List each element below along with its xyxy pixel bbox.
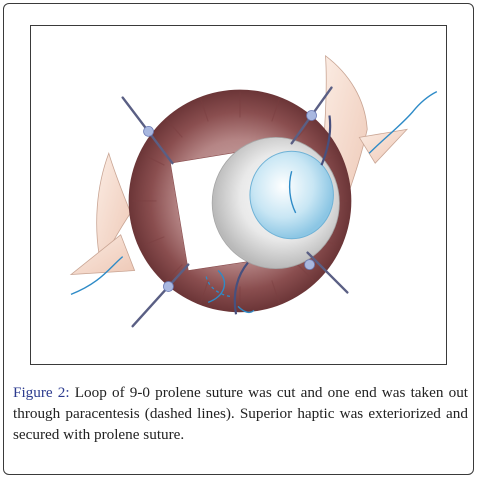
sutures bbox=[70, 90, 438, 314]
figure-frame bbox=[3, 3, 474, 475]
caption-text: Loop of 9-0 prolene suture was cut and o… bbox=[13, 384, 469, 443]
iol-optic bbox=[249, 150, 334, 240]
figure-panel bbox=[30, 25, 447, 365]
surgical-illustration-icon bbox=[69, 54, 438, 328]
caption-label: Figure 2: bbox=[13, 384, 70, 401]
instrument-ports bbox=[143, 110, 317, 292]
haptic-superior bbox=[320, 115, 332, 166]
haptic-inferior bbox=[233, 261, 249, 315]
left-scleral-flap bbox=[69, 152, 136, 276]
suture-dashed bbox=[205, 276, 231, 298]
figure-caption: Figure 2: Loop of 9-0 prolene suture was… bbox=[13, 382, 468, 445]
